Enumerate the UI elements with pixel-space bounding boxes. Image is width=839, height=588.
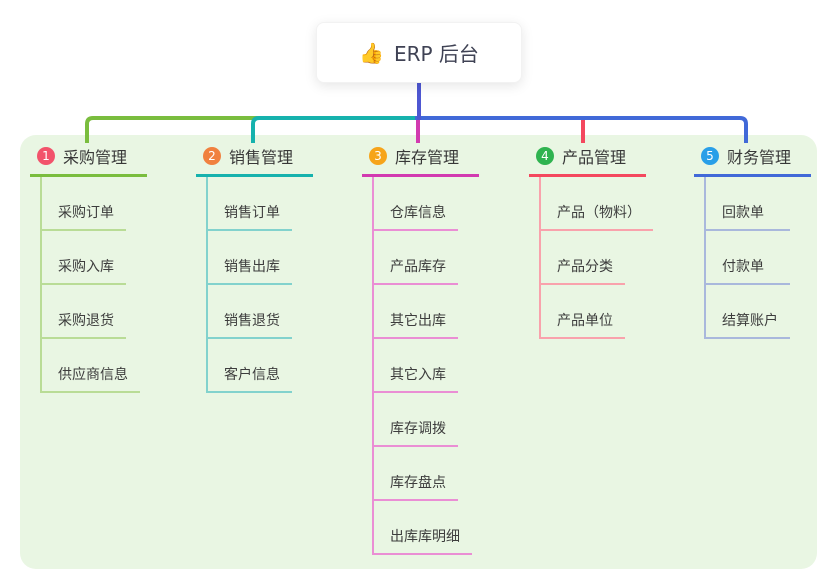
child-node[interactable]: 供应商信息: [42, 339, 140, 393]
child-node[interactable]: 结算账户: [706, 285, 790, 339]
child-node[interactable]: 产品（物料）: [541, 177, 653, 231]
branch-badge: 2: [203, 147, 221, 165]
branch-label: 销售管理: [229, 148, 294, 167]
branch-title[interactable]: 3 库存管理: [362, 145, 479, 177]
child-node[interactable]: 采购入库: [42, 231, 126, 285]
child-node[interactable]: 回款单: [706, 177, 790, 231]
root-node-label: ERP 后台: [393, 42, 479, 66]
branch-label: 库存管理: [395, 148, 460, 167]
thumbs-up-icon: 👍: [359, 40, 384, 65]
branch-title[interactable]: 4 产品管理: [529, 145, 646, 177]
branches-panel: [20, 135, 817, 569]
branch-children: 销售订单销售出库销售退货客户信息: [206, 177, 292, 393]
child-node[interactable]: 产品单位: [541, 285, 625, 339]
child-node[interactable]: 付款单: [706, 231, 790, 285]
child-node[interactable]: 其它入库: [374, 339, 458, 393]
child-node[interactable]: 销售退货: [208, 285, 292, 339]
branch-label: 采购管理: [63, 148, 128, 167]
branch-children: 仓库信息产品库存其它出库其它入库库存调拨库存盘点出库库明细: [372, 177, 472, 555]
branch-title[interactable]: 1 采购管理: [30, 145, 147, 177]
branch-badge: 5: [701, 147, 719, 165]
branch-children: 产品（物料）产品分类产品单位: [539, 177, 653, 339]
branch-title[interactable]: 2 销售管理: [196, 145, 313, 177]
child-node[interactable]: 产品分类: [541, 231, 625, 285]
root-node[interactable]: 👍 ERP 后台: [316, 22, 522, 83]
branch-label: 产品管理: [562, 148, 627, 167]
branch-label: 财务管理: [727, 148, 792, 167]
child-node[interactable]: 出库库明细: [374, 501, 472, 555]
child-node[interactable]: 采购订单: [42, 177, 126, 231]
child-node[interactable]: 客户信息: [208, 339, 292, 393]
branch-children: 采购订单采购入库采购退货供应商信息: [40, 177, 140, 393]
branch-badge: 4: [536, 147, 554, 165]
child-node[interactable]: 库存盘点: [374, 447, 458, 501]
branch-badge: 3: [369, 147, 387, 165]
branch-badge: 1: [37, 147, 55, 165]
branch-children: 回款单付款单结算账户: [704, 177, 790, 339]
child-node[interactable]: 销售出库: [208, 231, 292, 285]
child-node[interactable]: 销售订单: [208, 177, 292, 231]
child-node[interactable]: 仓库信息: [374, 177, 458, 231]
branch-title[interactable]: 5 财务管理: [694, 145, 811, 177]
child-node[interactable]: 其它出库: [374, 285, 458, 339]
child-node[interactable]: 库存调拨: [374, 393, 458, 447]
child-node[interactable]: 采购退货: [42, 285, 126, 339]
child-node[interactable]: 产品库存: [374, 231, 458, 285]
